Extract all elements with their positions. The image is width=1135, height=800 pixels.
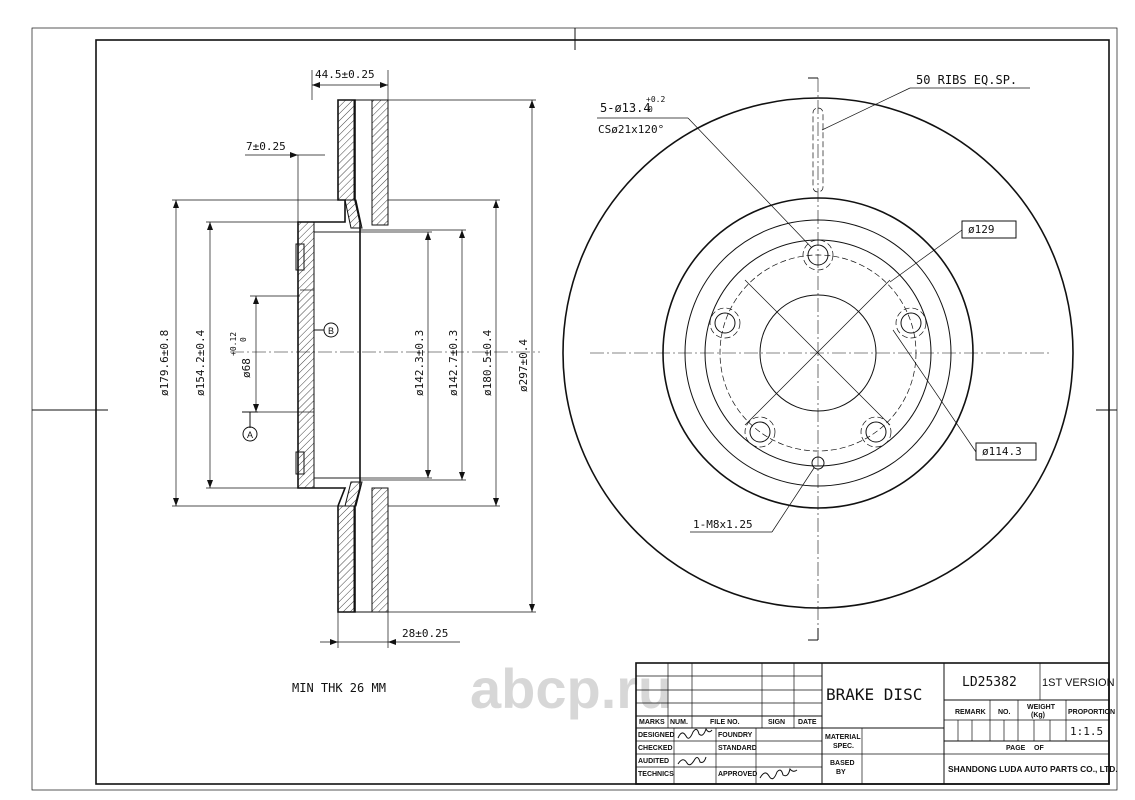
datum-a: A [242,411,258,442]
row-designed: DESIGNED [638,732,675,739]
thread-note: 1-M8x1.25 [693,518,753,531]
signature-designed [677,727,713,739]
holes-note: 5-ø13.4 [600,101,651,115]
svg-text:ø154.2±0.4: ø154.2±0.4 [194,329,207,396]
hat-wall-bottom [344,481,363,507]
countersink-note: CSø21x120° [598,123,664,136]
version-label: 1ST VERSION [1042,677,1115,689]
dim-overall-width: 44.5±0.25 [315,68,375,81]
col-num: NUM. [670,719,688,726]
svg-text:ø297±0.4: ø297±0.4 [517,339,530,392]
svg-text:0: 0 [239,337,248,342]
col-file-no: FILE NO. [710,719,740,726]
dim-d1: ø179.6±0.8 [158,199,345,507]
rib-slot [812,107,824,193]
signature-approved [759,767,798,780]
min-thickness-note: MIN THK 26 MM [292,681,386,695]
drawing-title: BRAKE DISC [826,685,922,704]
outboard-friction-ring-top [371,99,389,226]
row-audited: AUDITED [638,758,669,765]
dim-hat-flange: 7±0.25 [246,140,286,153]
weight-label-1: WEIGHT [1027,704,1056,711]
datum-b: B [314,322,339,338]
bolt-holes [709,239,927,448]
material-label-1: MATERIAL [825,734,861,741]
dim-d7: ø297±0.4 [388,99,536,613]
col-sign: SIGN [768,719,785,726]
no-label: NO. [998,709,1011,716]
pcd-label: ø114.3 [982,445,1022,458]
material-label-2: SPEC. [833,743,854,750]
dim-d6: ø180.5±0.4 [388,199,500,507]
dim-d4: ø142.3±0.3 [314,231,432,479]
weight-label-2: (Kg) [1031,712,1045,719]
row-foundry: FOUNDRY [718,732,753,739]
inboard-friction-ring-bottom [337,505,355,613]
based-label-1: BASED [830,760,855,767]
inboard-friction-ring-top [337,99,355,201]
company-name: SHANDONG LUDA AUTO PARTS CO., LTD. [948,764,1118,774]
scale-value: 1:1.5 [1070,725,1103,738]
hat-flange-hatch [297,221,315,489]
watermark: abcp.ru [470,657,672,720]
title-block: MARKS NUM. FILE NO. SIGN DATE DESIGNED C… [635,662,1118,785]
dim-d2: ø154.2±0.4 [194,221,298,489]
ribs-note: 50 RIBS EQ.SP. [916,73,1017,87]
col-marks: MARKS [639,719,665,726]
svg-text:ø180.5±0.4: ø180.5±0.4 [481,329,494,396]
row-standard: STANDARD [718,745,757,752]
page-label: PAGE [1006,745,1026,752]
proportion-label: PROPORTION [1068,709,1115,716]
part-number: LD25382 [962,675,1017,690]
based-label-2: BY [836,769,846,776]
svg-text:+0.12: +0.12 [229,332,238,356]
svg-text:+0.2: +0.2 [646,95,665,104]
svg-text:0: 0 [648,105,653,114]
row-checked: CHECKED [638,745,673,752]
svg-text:ø142.3±0.3: ø142.3±0.3 [413,330,426,396]
dim-d5: ø142.7±0.3 [388,229,466,481]
dim-d3: ø68 +0.12 0 [229,295,300,413]
of-label: OF [1034,745,1044,752]
signature-audited [677,756,707,766]
threaded-hole [811,456,825,470]
svg-text:B: B [328,326,334,336]
svg-text:ø179.6±0.8: ø179.6±0.8 [158,330,171,396]
svg-text:abcp.ru: abcp.ru [470,657,672,720]
row-technics: TECHNICS [638,771,674,778]
front-view: 50 RIBS EQ.SP. 5-ø13.4 +0.2 0 CSø21x120°… [562,73,1074,641]
remark-label: REMARK [955,709,986,716]
inner-frame [95,39,1110,785]
svg-text:A: A [247,430,253,440]
hat-wall-top [344,199,363,229]
svg-text:ø142.7±0.3: ø142.7±0.3 [447,330,460,396]
svg-text:ø68: ø68 [240,358,253,378]
dim-rotor-width: 28±0.25 [402,627,448,640]
pcd-outer-label: ø129 [968,223,995,236]
outboard-friction-ring-bottom [371,487,389,613]
row-approved: APPROVED [718,771,757,778]
side-section-view: 44.5±0.25 7±0.25 28±0.25 ø179.6±0.8 ø [158,68,540,648]
col-date: DATE [798,719,817,726]
